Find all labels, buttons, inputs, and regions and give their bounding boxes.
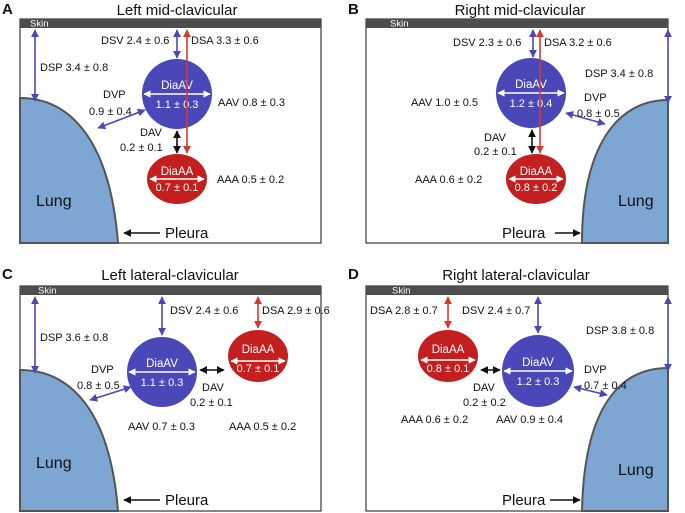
skin-label: Skin [392,286,410,297]
vein-value: 1.1 ± 0.3 [156,99,199,111]
dav-label: DAV [484,132,506,144]
panel-a: A Left mid-clavicular Skin Lung DiaAV 1.… [2,1,322,244]
lung-shape [580,98,669,244]
panel-letter: C [2,266,13,283]
vein-name: DiaAV [515,79,547,91]
skin-label: Skin [38,286,56,297]
pleura-label: Pleura [165,225,209,242]
lung-label: Lung [618,462,654,479]
artery-value: 0.8 ± 0.1 [427,363,470,375]
dav-value: 0.2 ± 0.2 [463,397,506,409]
dav-value: 0.2 ± 0.1 [190,397,233,409]
panel-title: Right lateral-clavicular [442,267,590,284]
aav-label: AAV 0.7 ± 0.3 [128,421,195,433]
lung-label: Lung [36,193,72,210]
artery-value: 0.8 ± 0.2 [515,182,558,194]
dvp-arrow [89,385,132,402]
skin-layer [366,19,668,28]
aaa-label: AAA 0.6 ± 0.2 [401,414,468,426]
panel-c: C Left lateral-clavicular Skin Lung DiaA… [2,266,330,512]
vein-value: 1.2 ± 0.3 [517,376,560,388]
dvp-label: DVP [584,92,607,104]
dsp-label: DSP 3.6 ± 0.8 [40,332,108,344]
panel-letter: D [348,266,359,283]
artery-name: DiaAA [432,344,465,356]
lung-label: Lung [36,455,72,472]
dav-label: DAV [473,382,495,394]
pleura-label: Pleura [502,225,546,242]
dvp-arrow [573,384,608,398]
dsv-label: DSV 2.4 ± 0.7 [462,305,530,317]
lung-shape [19,368,120,512]
vein-value: 1.1 ± 0.3 [141,377,184,389]
dvp-arrow [565,111,606,126]
dvp-value: 0.9 ± 0.4 [89,106,132,118]
pleura-label: Pleura [502,492,546,509]
skin-label: Skin [390,19,408,30]
artery-name: DiaAA [161,166,194,178]
panel-b: B Right mid-clavicular Skin Lung DiaAV 1… [348,1,672,244]
dsv-label: DSV 2.4 ± 0.6 [101,35,169,47]
dvp-value: 0.7 ± 0.4 [584,380,627,392]
dav-label: DAV [140,127,162,139]
artery-name: DiaAA [242,344,275,356]
vein-name: DiaAV [522,357,554,369]
pleura-label: Pleura [165,492,209,509]
dav-value: 0.2 ± 0.1 [474,146,517,158]
dvp-arrow [97,108,146,130]
artery-circle [418,330,478,382]
aaa-label: AAA 0.5 ± 0.2 [217,174,284,186]
aav-label: AAV 1.0 ± 0.5 [411,97,478,109]
lung-shape [580,366,669,512]
panel-title: Left mid-clavicular [117,2,238,19]
vein-name: DiaAV [146,358,178,370]
aaa-label: AAA 0.5 ± 0.2 [229,421,296,433]
dsp-label: DSP 3.4 ± 0.8 [40,62,108,74]
lung-shape [19,96,120,244]
dsv-label: DSV 2.4 ± 0.6 [170,305,238,317]
artery-circle [228,330,288,382]
dvp-label: DVP [584,364,607,376]
dav-label: DAV [202,382,224,394]
dsa-label: DSA 3.3 ± 0.6 [191,35,259,47]
dsa-label: DSA 2.9 ± 0.6 [262,305,330,317]
lung-label: Lung [618,193,654,210]
dav-value: 0.2 ± 0.1 [120,142,163,154]
dsa-label: DSA 2.8 ± 0.7 [370,305,438,317]
artery-value: 0.7 ± 0.1 [237,363,280,375]
aav-label: AAV 0.9 ± 0.4 [496,414,563,426]
dvp-value: 0.8 ± 0.5 [77,380,120,392]
panel-title: Left lateral-clavicular [101,267,239,284]
dvp-label: DVP [103,89,126,101]
artery-value: 0.7 ± 0.1 [156,182,199,194]
dsp-label: DSP 3.4 ± 0.8 [585,68,653,80]
skin-label: Skin [30,19,48,30]
artery-name: DiaAA [520,166,553,178]
panel-d: D Right lateral-clavicular Skin Lung Dia… [348,266,672,512]
skin-layer [366,286,668,295]
dvp-label: DVP [91,364,114,376]
dvp-value: 0.8 ± 0.5 [577,108,620,120]
aaa-label: AAA 0.6 ± 0.2 [415,174,482,186]
vein-name: DiaAV [161,80,193,92]
vein-value: 1.2 ± 0.4 [510,98,553,110]
dsp-label: DSP 3.8 ± 0.8 [586,325,654,337]
skin-layer [20,286,321,295]
dsv-label: DSV 2.3 ± 0.6 [453,37,521,49]
aav-label: AAV 0.8 ± 0.3 [218,97,285,109]
panel-title: Right mid-clavicular [455,2,586,19]
skin-layer [20,19,321,28]
panel-letter: B [348,1,359,18]
dsa-label: DSA 3.2 ± 0.6 [544,37,612,49]
panel-letter: A [2,1,13,18]
